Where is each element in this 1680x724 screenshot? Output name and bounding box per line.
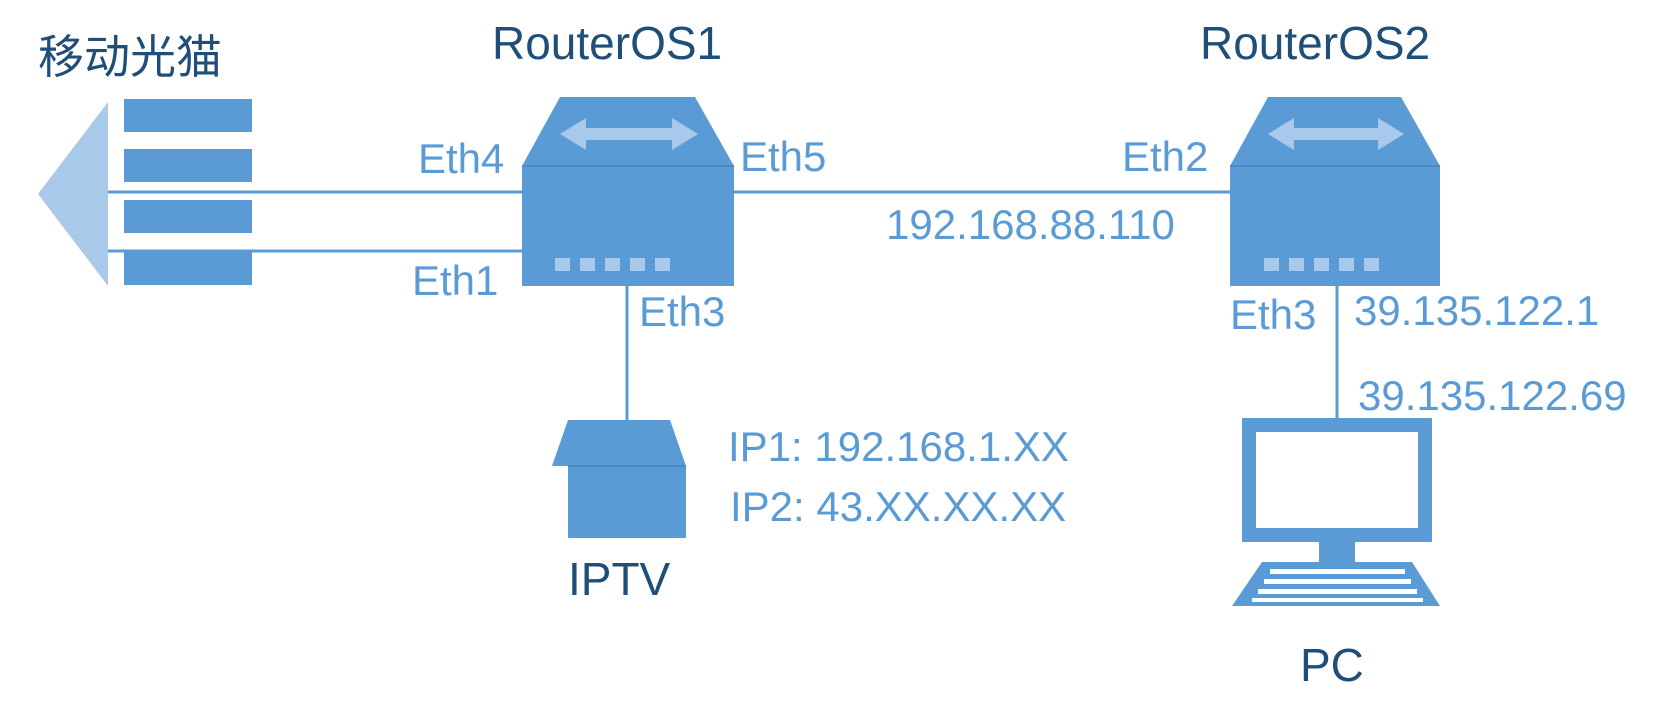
iptv-box-icon: [552, 420, 686, 538]
router1-icon: [522, 97, 734, 286]
r2-port-eth3: Eth3: [1230, 291, 1317, 338]
router1-label: RouterOS1: [492, 17, 723, 69]
r2-eth3-ip: 39.135.122.1: [1354, 287, 1600, 334]
modem-label: 移动光猫: [38, 30, 222, 84]
iptv-label: IPTV: [568, 553, 671, 605]
r1-port-eth5: Eth5: [740, 133, 827, 180]
pc-icon: [1232, 418, 1440, 606]
modem-icon: [38, 99, 252, 286]
r2-port-eth2: Eth2: [1122, 133, 1209, 180]
iptv-ip2: IP2: 43.XX.XX.XX: [730, 483, 1067, 530]
r1-port-eth1: Eth1: [412, 257, 499, 304]
r2-eth2-ip: 192.168.88.110: [886, 201, 1175, 248]
r1-port-eth3: Eth3: [639, 288, 726, 335]
router2-label: RouterOS2: [1200, 17, 1431, 69]
pc-label: PC: [1300, 639, 1364, 691]
router2-icon: [1230, 97, 1440, 286]
iptv-ip1: IP1: 192.168.1.XX: [728, 423, 1069, 470]
pc-ip: 39.135.122.69: [1358, 372, 1627, 419]
r1-port-eth4: Eth4: [418, 135, 505, 182]
